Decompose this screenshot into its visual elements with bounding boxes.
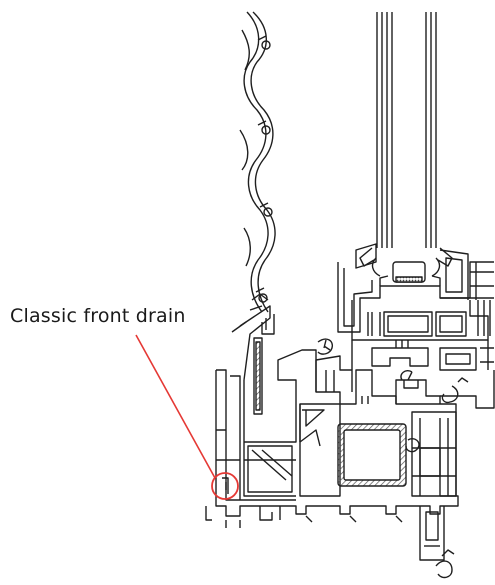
- annotation-label: Classic front drain: [10, 305, 186, 327]
- sash-profile: [337, 243, 494, 371]
- annotation: [135, 334, 239, 500]
- glazing-spacer: [359, 247, 453, 283]
- frame-profile: [205, 349, 495, 561]
- annotation-leader-line: [135, 334, 216, 479]
- glass-panes: [376, 12, 437, 248]
- shutter-bottom-rail: [231, 293, 275, 415]
- steel-reinforcement: [337, 423, 407, 487]
- shutter-slats: [239, 11, 276, 313]
- annotation-circle: [211, 472, 239, 500]
- drain-slot: [222, 477, 229, 494]
